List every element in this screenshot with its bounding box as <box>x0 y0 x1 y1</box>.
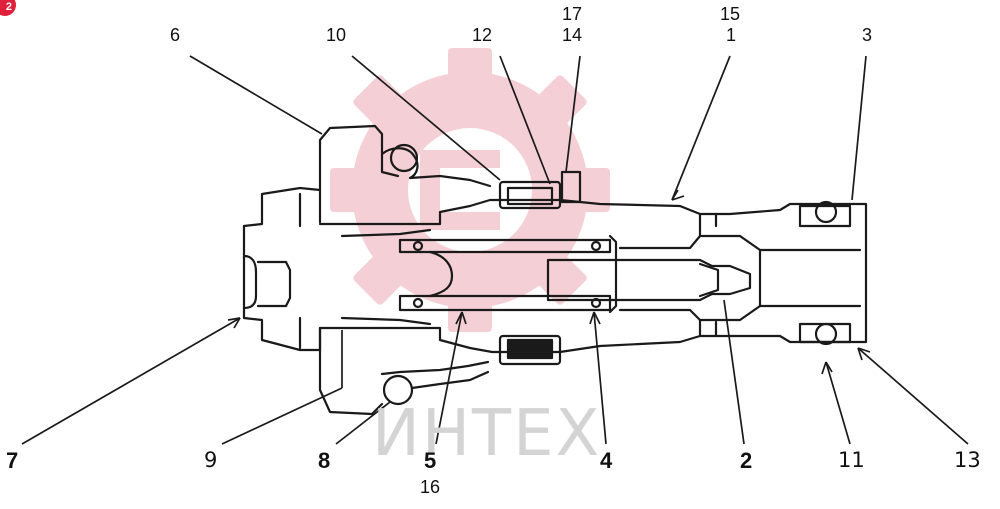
callout-15: 15 <box>720 4 741 24</box>
callout-4: 4 <box>600 448 613 473</box>
watermark-text: ИНТЕХ <box>372 397 602 471</box>
callout-16: 16 <box>420 477 441 497</box>
callout-11: 11 <box>838 448 865 472</box>
callout-12: 12 <box>472 25 493 45</box>
callout-10: 10 <box>326 25 347 45</box>
callout-13: 13 <box>954 448 981 472</box>
callout-17: 17 <box>562 4 583 24</box>
badge-number: 2 <box>5 1 12 13</box>
leader-lines <box>21 55 969 445</box>
callout-3: 3 <box>862 25 873 45</box>
callout-14: 14 <box>562 25 583 45</box>
page-badge: 2 <box>0 0 16 16</box>
callout-2: 2 <box>740 448 753 473</box>
mechanical-part-outline <box>242 124 868 416</box>
callout-8: 8 <box>318 448 331 473</box>
callout-6: 6 <box>170 25 181 45</box>
callout-7: 7 <box>6 448 19 473</box>
callout-9: 9 <box>204 448 218 472</box>
callout-5: 5 <box>424 448 437 473</box>
callout-1: 1 <box>726 25 737 45</box>
watermark-gear-logo <box>330 48 610 332</box>
